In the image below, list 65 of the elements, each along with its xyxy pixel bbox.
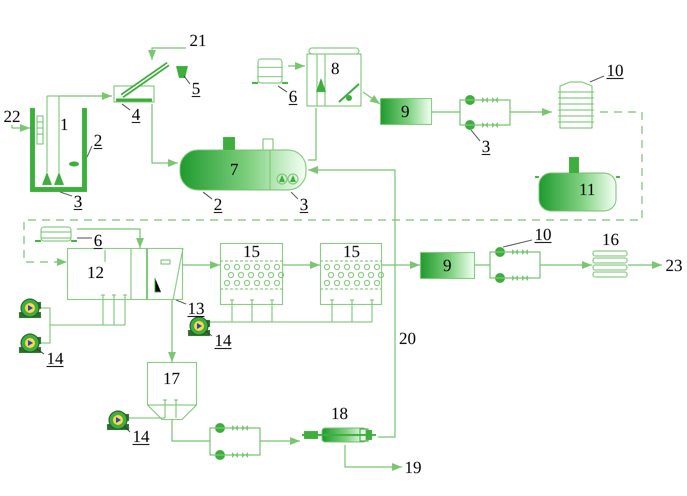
equipment-number: 7 [230,161,238,178]
callout-number: 4 [130,106,142,122]
equipment-number: 12 [87,264,104,281]
flow-arrow [77,228,144,248]
leader-line [86,146,92,158]
equipment-number: 8 [331,60,340,77]
equipment-number: 17 [163,370,180,387]
flow-arrow [431,99,553,126]
flow-arrow [344,445,402,471]
pipe-line [308,108,317,161]
flow-arrow [382,261,420,269]
flow-arrow [148,47,186,60]
callout-number: 10 [532,226,554,242]
flow-arrow [171,419,301,456]
equipment-number: 11 [579,181,596,198]
leader-line [502,240,532,248]
leader-line [36,348,44,354]
stream-number: 21 [186,31,210,49]
flow-arrow [308,166,396,438]
equipment-number: 9 [443,257,452,274]
stream-number: 19 [402,458,424,476]
leader-line [184,76,190,84]
flow-arrow [183,261,220,269]
flow-arrow [288,62,305,70]
callout-number: 14 [44,350,66,366]
callout-number: 6 [92,232,104,248]
leader-line [470,130,480,142]
flow-arrow [59,92,112,100]
leader-line [278,86,288,92]
callout-number: 6 [287,88,299,104]
callout-number: 3 [72,193,84,209]
leader-line [290,192,298,200]
callout-number: 3 [480,138,492,154]
callout-number: 14 [212,332,234,348]
stream-number: 23 [662,256,686,274]
leader-line [176,300,186,304]
leader-line [202,192,212,200]
flow-arrow [283,261,320,269]
equipment-number: 15 [343,243,360,260]
leader-line [124,426,130,432]
equipment-number: 15 [243,243,260,260]
equipment-number: 1 [60,116,68,133]
callout-number: 5 [190,80,202,96]
flow-arrow [151,104,178,167]
flow-arrow [362,92,380,104]
callout-number: 13 [186,300,206,316]
edge-label: 20 [399,330,416,347]
callout-number: 3 [298,196,310,212]
callout-number: 14 [130,428,152,444]
equipment-number: 16 [602,231,619,248]
callout-number: 2 [212,196,224,212]
callout-number: 2 [92,132,104,148]
callout-number: 10 [604,62,626,78]
leader-line [60,192,72,196]
equipment-number: 18 [331,405,348,422]
flow-arrow [168,300,176,362]
leader-line [122,104,130,110]
flow-arrow [11,124,30,132]
flow-arrow [628,261,662,269]
equipment-number: 9 [401,103,410,120]
leader-line [590,76,604,82]
flow-arrow [474,251,593,279]
leader-line [206,330,212,336]
dashed-flow-arrow [23,111,643,266]
stream-number: 22 [0,108,24,125]
